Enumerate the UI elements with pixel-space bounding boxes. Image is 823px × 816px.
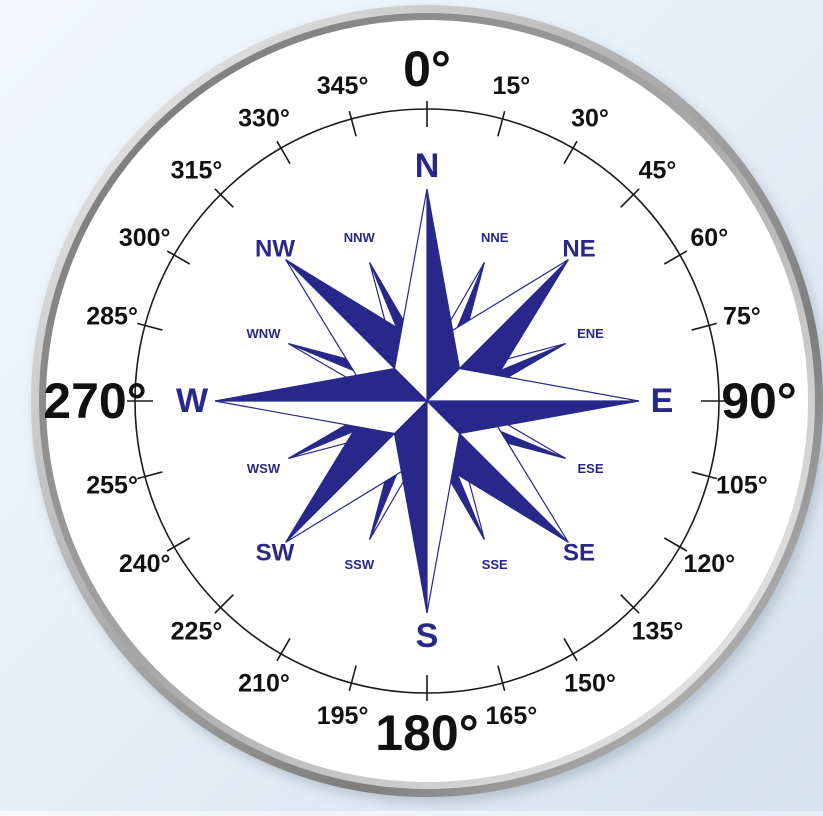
tick-150 — [563, 637, 578, 662]
wind-rose — [214, 188, 640, 614]
direction-label-nw: NW — [255, 236, 295, 263]
point-w-light-half — [214, 400, 429, 435]
degree-label-180: 180° — [375, 705, 478, 761]
direction-label-wsw: WSW — [247, 461, 281, 476]
tick-285 — [137, 322, 163, 331]
degree-label-135: 135° — [632, 618, 684, 646]
tick-165 — [497, 665, 506, 691]
degree-label-345: 345° — [317, 72, 369, 100]
direction-label-ese: ESE — [577, 461, 603, 476]
tick-105 — [691, 471, 717, 480]
tick-240 — [166, 537, 191, 552]
degree-label-150: 150° — [564, 669, 616, 697]
direction-label-se: SE — [563, 540, 595, 567]
degree-label-300: 300° — [119, 224, 171, 252]
tick-120 — [663, 537, 688, 552]
degree-label-105: 105° — [716, 471, 768, 499]
direction-label-ne: NE — [562, 236, 595, 263]
direction-label-wnw: WNW — [247, 326, 282, 341]
degree-label-255: 255° — [86, 471, 138, 499]
degree-labels: 0° 15° 30° 45° 60° 75° 90° 105° 120° 135° 150° 165°… — [43, 41, 797, 761]
tick-300 — [166, 250, 191, 265]
tick-330 — [276, 140, 291, 165]
point-s-light-half — [426, 399, 461, 614]
degree-label-60: 60° — [690, 224, 728, 252]
tick-225 — [214, 594, 234, 614]
degree-label-120: 120° — [683, 550, 735, 578]
direction-label-sse: SSE — [482, 557, 508, 572]
degree-label-30: 30° — [571, 105, 609, 133]
degree-label-285: 285° — [86, 303, 138, 331]
direction-label-sw: SW — [256, 540, 295, 567]
direction-label-w: W — [176, 382, 209, 420]
degree-label-210: 210° — [238, 669, 290, 697]
degree-label-195: 195° — [317, 702, 369, 730]
direction-label-ene: ENE — [577, 326, 604, 341]
direction-label-nne: NNE — [481, 230, 509, 245]
tick-30 — [563, 140, 578, 165]
degree-label-75: 75° — [723, 303, 761, 331]
direction-label-e: E — [651, 382, 674, 420]
degree-label-240: 240° — [119, 550, 171, 578]
degree-label-45: 45° — [639, 157, 677, 185]
tick-255 — [137, 471, 163, 480]
degree-label-90: 90° — [721, 373, 797, 429]
tick-345 — [348, 111, 357, 137]
direction-label-n: N — [415, 147, 440, 185]
degree-label-15: 15° — [492, 72, 530, 100]
degree-label-270: 270° — [43, 373, 146, 429]
direction-label-s: S — [416, 617, 439, 655]
degree-label-330: 330° — [238, 105, 290, 133]
tick-75 — [691, 322, 717, 331]
degree-label-315: 315° — [171, 157, 223, 185]
direction-label-ssw: SSW — [344, 557, 374, 572]
point-e-light-half — [425, 367, 640, 402]
direction-label-nnw: NNW — [344, 230, 376, 245]
tick-195 — [348, 665, 357, 691]
degree-label-0: 0° — [403, 41, 451, 97]
tick-135 — [620, 594, 640, 614]
tick-210 — [276, 637, 291, 662]
degree-ticks — [127, 101, 727, 701]
tick-15 — [497, 111, 506, 137]
degree-label-165: 165° — [486, 702, 538, 730]
tick-60 — [663, 250, 688, 265]
tick-315 — [214, 188, 234, 208]
tick-45 — [620, 188, 640, 208]
degree-label-225: 225° — [171, 618, 223, 646]
